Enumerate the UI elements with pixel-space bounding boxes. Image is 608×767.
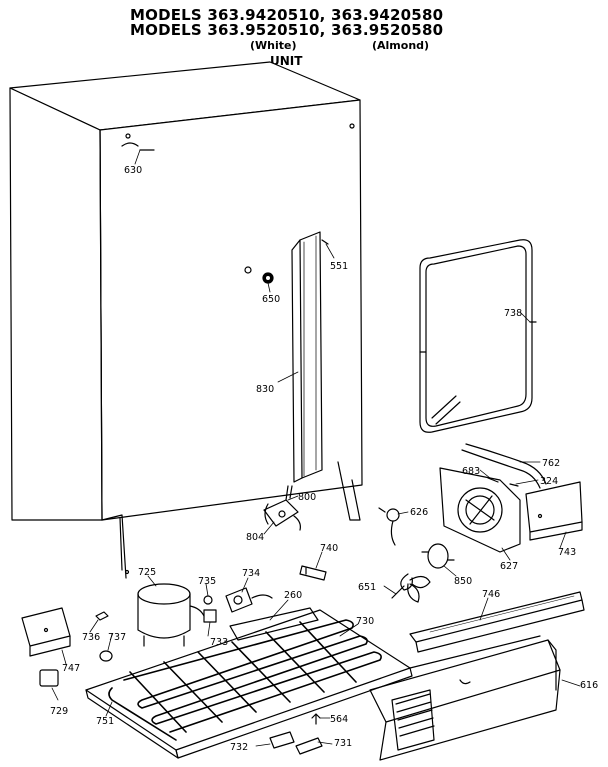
part-733-capacitor	[203, 609, 217, 623]
part-labels: 630 551 650 830 738 762 683 324 800 626 …	[50, 165, 598, 753]
part-730-condenser-coil	[108, 619, 382, 741]
part-746-channel	[409, 591, 585, 653]
part-627-fan-shroud	[439, 467, 521, 553]
part-564-screw	[311, 713, 321, 725]
part-804-valve	[263, 485, 301, 531]
label-751: 751	[96, 716, 114, 727]
part-743-bracket	[525, 481, 583, 541]
label-733: 733	[210, 637, 228, 648]
label-725: 725	[138, 567, 156, 578]
label-735: 735	[198, 576, 216, 587]
label-747: 747	[62, 663, 80, 674]
part-731-clip	[295, 737, 323, 755]
label-737: 737	[108, 632, 126, 643]
part-616-grille	[369, 635, 561, 761]
part-850-fan-motor	[421, 543, 455, 569]
label-746: 746	[482, 589, 500, 600]
part-751-base-pan	[85, 609, 413, 759]
label-738: 738	[504, 308, 522, 319]
part-651-fan-blade	[391, 573, 431, 603]
label-630: 630	[124, 165, 142, 176]
part-683-clip	[487, 477, 499, 483]
label-730: 730	[356, 616, 374, 627]
label-731: 731	[334, 738, 352, 749]
part-747-bracket	[21, 607, 71, 657]
part-626-thermostat	[378, 507, 400, 546]
label-850: 850	[454, 576, 472, 587]
part-551-screw	[321, 239, 329, 245]
part-324-clip	[509, 483, 519, 487]
part-735-grommet	[203, 595, 213, 605]
label-626: 626	[410, 507, 428, 518]
label-551: 551	[330, 261, 348, 272]
label-830: 830	[256, 384, 274, 395]
part-734-overload	[225, 587, 273, 613]
section-title: UNIT	[270, 54, 303, 68]
label-800: 800	[298, 492, 316, 503]
part-725-compressor	[137, 583, 205, 647]
part-732-bracket	[269, 731, 295, 749]
label-743: 743	[558, 547, 576, 558]
label-616: 616	[580, 680, 598, 691]
part-729-cap	[39, 669, 59, 687]
part-736-clip	[95, 611, 109, 621]
part-650-grommet	[262, 272, 274, 284]
part-737-grommet	[99, 650, 113, 662]
label-324: 324	[540, 476, 558, 487]
label-729: 729	[50, 706, 68, 717]
cabinet	[9, 61, 363, 579]
leader-lines	[51, 149, 581, 747]
label-732: 732	[230, 742, 248, 753]
label-736: 736	[82, 632, 100, 643]
label-627: 627	[500, 561, 518, 572]
label-683: 683	[462, 466, 480, 477]
label-762: 762	[542, 458, 560, 469]
white-label: (White)	[250, 39, 297, 52]
part-738-gasket	[419, 239, 537, 433]
label-651: 651	[358, 582, 376, 593]
label-804: 804	[246, 532, 264, 543]
almond-label: (Almond)	[372, 39, 430, 52]
part-260-bracket	[229, 607, 319, 641]
label-564: 564	[330, 714, 348, 725]
label-260: 260	[284, 590, 302, 601]
label-650: 650	[262, 294, 280, 305]
part-740-relay	[299, 565, 327, 581]
part-830-trough	[291, 231, 323, 483]
models-line-1: MODELS 363.9420510, 363.9420580	[130, 6, 444, 24]
models-line-2: MODELS 363.9520510, 363.9520580	[130, 21, 444, 39]
label-740: 740	[320, 543, 338, 554]
label-734: 734	[242, 568, 260, 579]
